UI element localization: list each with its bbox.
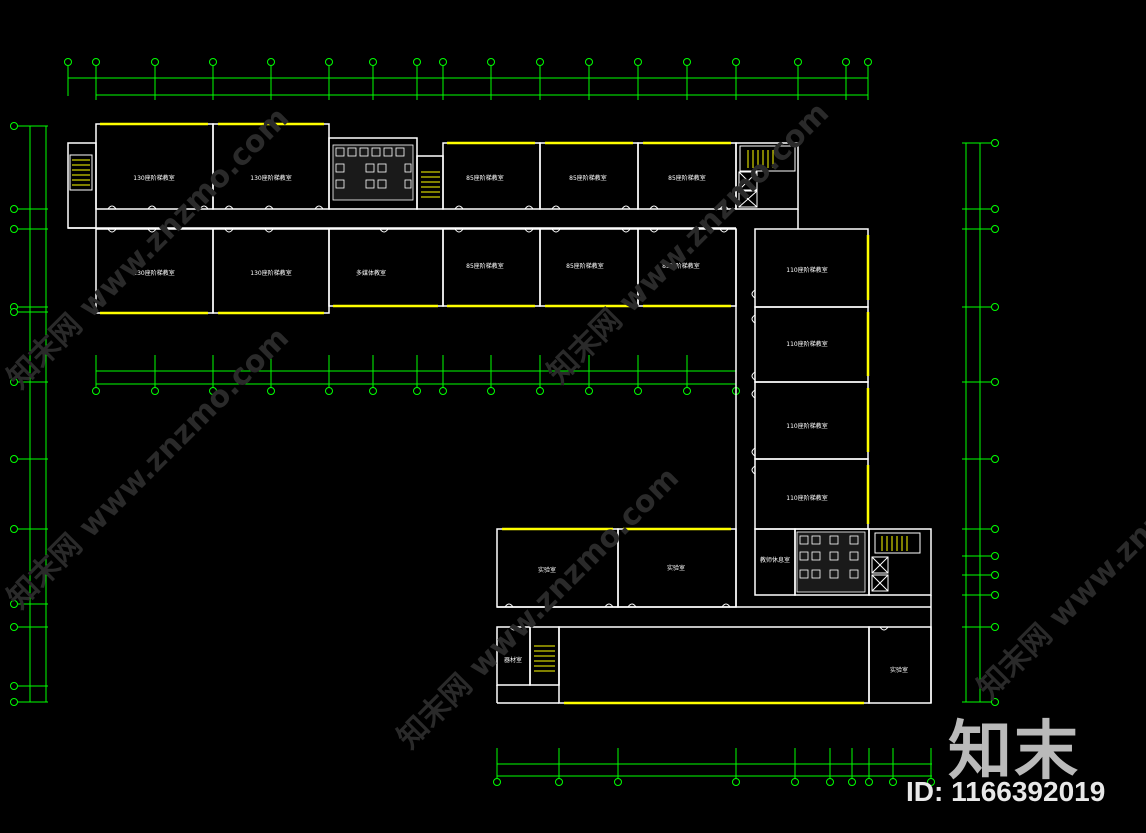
room-label-lab-2: 实验室 bbox=[667, 564, 685, 572]
toilet-south bbox=[796, 531, 866, 593]
stair-central bbox=[421, 171, 440, 198]
dimension-lines bbox=[29, 77, 981, 777]
room-label-85-b: 85座阶梯教室 bbox=[569, 174, 607, 182]
room-label-prep: 教师休息室 bbox=[760, 556, 790, 564]
room-label-85-c: 85座阶梯教室 bbox=[668, 174, 706, 182]
room-label-85-a: 85座阶梯教室 bbox=[466, 174, 504, 182]
room-label-85-d: 85座阶梯教室 bbox=[466, 262, 504, 270]
room-label-110-b: 110座阶梯教室 bbox=[786, 340, 827, 348]
room-label-lab-3: 实验室 bbox=[890, 666, 908, 674]
stair-southeast bbox=[871, 532, 921, 592]
room-label-multimedia: 多媒体教室 bbox=[356, 269, 386, 277]
stair-northeast bbox=[738, 145, 796, 208]
stair-west bbox=[69, 154, 93, 191]
stair-south bbox=[534, 645, 555, 672]
watermark-id: ID: 1166392019 bbox=[906, 776, 1106, 807]
doors bbox=[107, 205, 889, 631]
room-label-storage: 器材室 bbox=[504, 656, 522, 664]
walls bbox=[67, 123, 932, 704]
watermark-brand: 知末 bbox=[948, 715, 1080, 789]
watermark-diagonal-3: 知末网 www.znzmo.com bbox=[391, 461, 686, 756]
room-label-lab-1: 实验室 bbox=[538, 566, 556, 574]
grid-bubbles bbox=[10, 58, 999, 786]
room-label-130-d: 130座阶梯教室 bbox=[250, 269, 291, 277]
room-label-110-a: 110座阶梯教室 bbox=[786, 266, 827, 274]
room-label-110-c: 110座阶梯教室 bbox=[786, 422, 827, 430]
room-label-85-f: 85座阶梯教室 bbox=[662, 262, 700, 270]
windows bbox=[100, 122, 870, 705]
room-label-110-d: 110座阶梯教室 bbox=[786, 494, 827, 502]
toilet-north bbox=[332, 144, 414, 201]
room-label-130-c: 130座阶梯教室 bbox=[133, 269, 174, 277]
room-label-85-e: 85座阶梯教室 bbox=[566, 262, 604, 270]
room-label-130-b: 130座阶梯教室 bbox=[250, 174, 291, 182]
room-label-130-a: 130座阶梯教室 bbox=[133, 174, 174, 182]
dimension-ticks bbox=[18, 66, 991, 779]
